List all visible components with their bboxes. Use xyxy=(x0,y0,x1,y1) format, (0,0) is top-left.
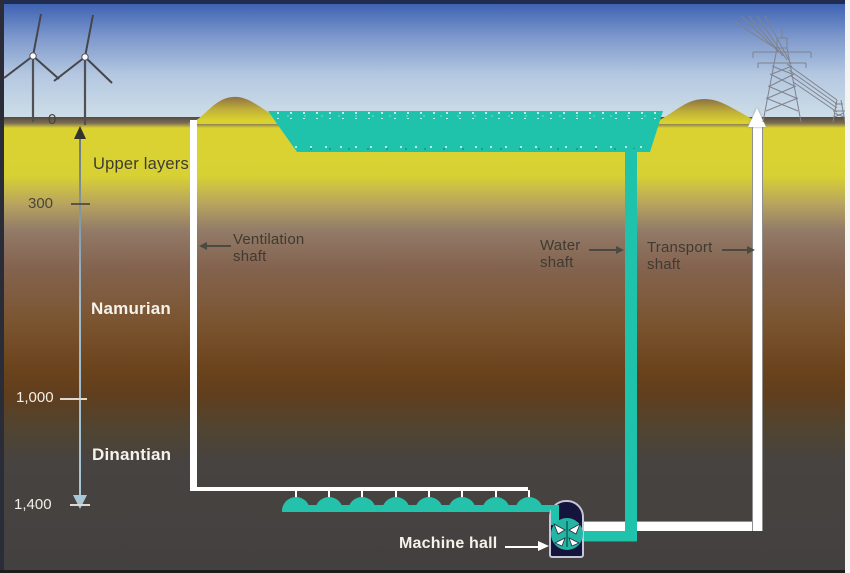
left-dam-mound xyxy=(188,96,286,124)
ventilation-duct-tick xyxy=(461,490,463,498)
depth-tick-1400 xyxy=(70,504,90,506)
sky xyxy=(4,4,845,117)
depth-scale-up-arrow xyxy=(74,126,86,139)
storage-cavern-dome xyxy=(448,497,476,512)
ventilation-duct-tick xyxy=(395,490,397,498)
storage-cavern-dome xyxy=(315,497,343,512)
depth-tick-label: 1,000 xyxy=(16,389,54,406)
transport-pipe xyxy=(583,521,763,531)
depth-scale-line xyxy=(79,137,81,499)
turbine-icon xyxy=(551,518,583,550)
machine-hall-label-line xyxy=(505,546,539,548)
transport-label-arrow xyxy=(747,246,755,254)
upper-layers-label: Upper layers xyxy=(93,155,189,173)
geological-gradient xyxy=(4,117,845,570)
dinantian-label: Dinantian xyxy=(92,445,172,464)
water-label-arrow xyxy=(616,246,624,254)
right-dam-mound xyxy=(651,99,762,124)
upper-reservoir xyxy=(268,111,663,152)
storage-cavern-dome xyxy=(482,497,510,512)
ventilation-duct-tick xyxy=(328,490,330,498)
ventilation-shaft-label: Ventilation shaft xyxy=(233,231,305,265)
transport-label-line xyxy=(722,249,748,251)
machine-hall-inlet-pipe xyxy=(551,505,559,525)
depth-tick-label: 0 xyxy=(48,111,57,128)
transport-shaft-arrow xyxy=(748,108,766,127)
machine-hall-label-arrow xyxy=(538,541,549,551)
frame-left xyxy=(0,0,4,573)
transport-shaft xyxy=(752,126,763,531)
water-surface-texture xyxy=(268,111,663,119)
wind-turbines-icon xyxy=(3,13,113,125)
water-pipe xyxy=(566,531,637,542)
namurian-label: Namurian xyxy=(91,299,172,318)
machine-hall-label: Machine hall xyxy=(399,535,498,552)
depth-tick-1000 xyxy=(60,398,87,400)
frame-right xyxy=(845,0,850,573)
storage-cavern-dome xyxy=(515,497,543,512)
ventilation-label-line xyxy=(205,245,231,247)
water-shaft-label: Water shaft xyxy=(540,237,581,271)
storage-cavern-dome xyxy=(282,497,310,512)
transport-shaft-label: Transport shaft xyxy=(647,239,713,273)
depth-tick-300 xyxy=(71,203,90,205)
ventilation-label-arrow xyxy=(199,242,207,250)
ventilation-duct-tick xyxy=(528,490,530,498)
depth-scale-down-arrow xyxy=(73,495,87,509)
water-shaft xyxy=(625,149,637,542)
ventilation-duct-tick xyxy=(295,490,297,498)
depth-tick-label: 1,400 xyxy=(14,496,52,513)
storage-cavern-dome xyxy=(415,497,443,512)
ventilation-duct-tick xyxy=(361,490,363,498)
ventilation-duct-tick xyxy=(428,490,430,498)
ventilation-shaft xyxy=(190,120,197,491)
ventilation-duct-line xyxy=(190,487,528,491)
transmission-tower-icon xyxy=(734,15,846,123)
storage-cavern-dome xyxy=(382,497,410,512)
depth-tick-label: 300 xyxy=(28,195,54,212)
water-label-line xyxy=(589,249,617,251)
water-bottom-texture xyxy=(268,143,663,152)
frame-top xyxy=(0,0,850,4)
storage-cavern-dome xyxy=(348,497,376,512)
ventilation-duct-tick xyxy=(495,490,497,498)
frame-bottom xyxy=(0,570,850,573)
